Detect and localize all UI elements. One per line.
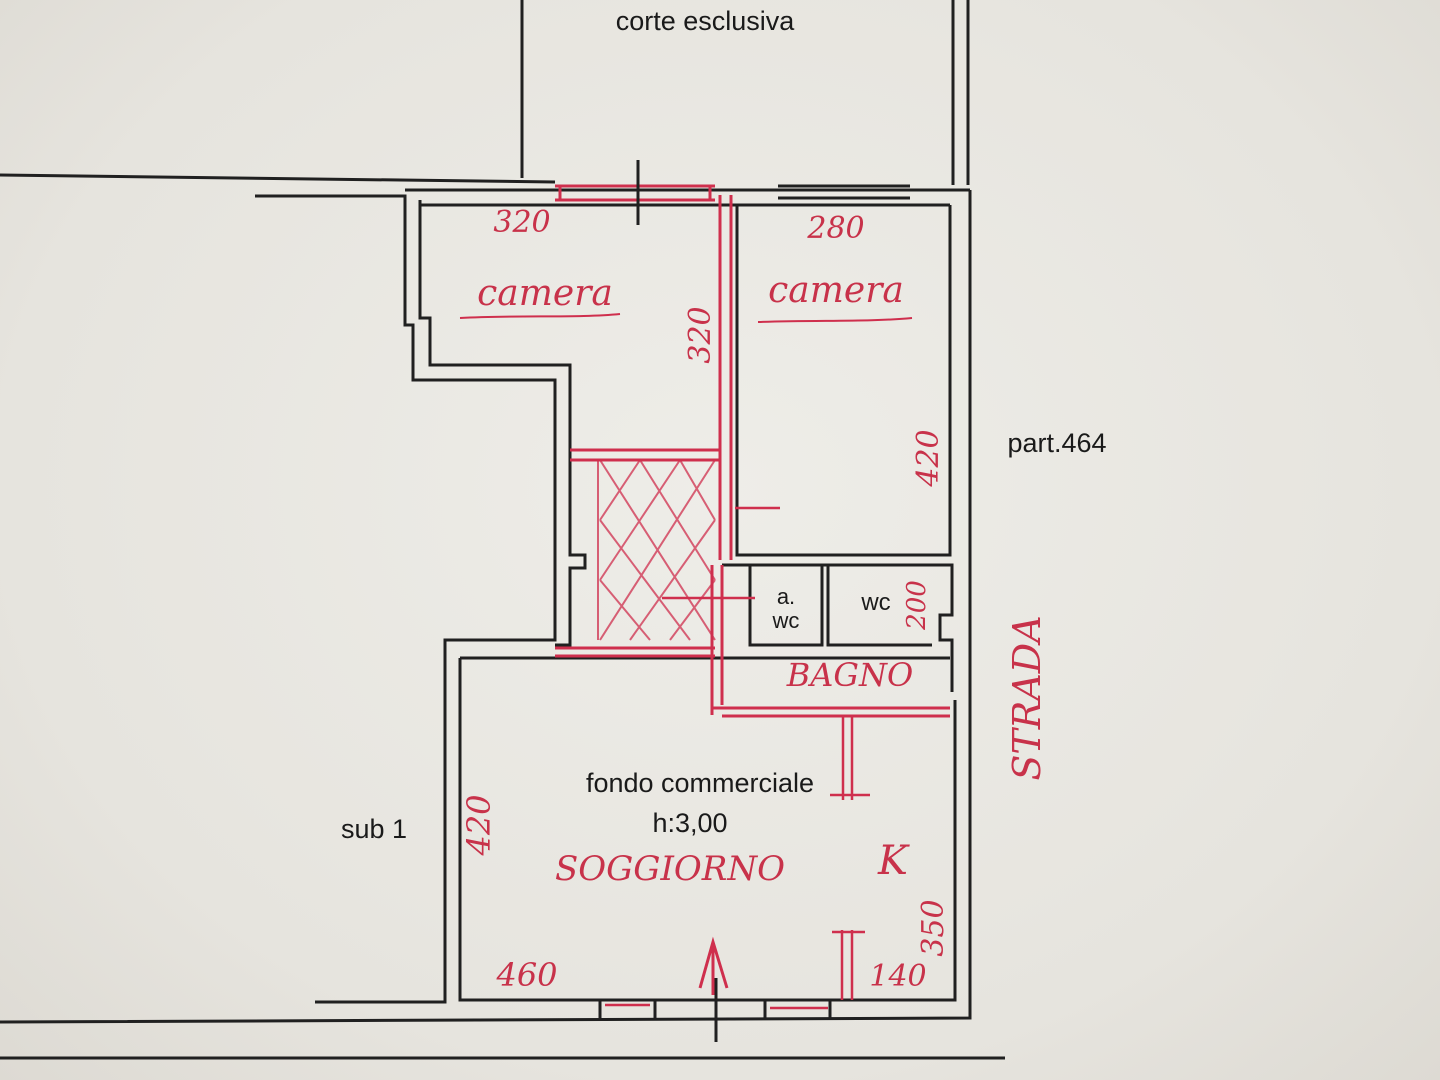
antibagno-label-bottom: wc [772, 608, 800, 633]
dim-camera-right-width: 280 [806, 211, 864, 246]
soggiorno-label: SOGGIORNO [555, 849, 785, 889]
dim-living-width: 460 [495, 956, 557, 994]
wc-label: wc [860, 589, 890, 616]
printed-walls [0, 0, 1005, 1060]
kitchen-mark: K [877, 838, 910, 884]
room-type-label: fondo commerciale [586, 768, 814, 798]
bagno-label: BAGNO [786, 656, 913, 694]
ceiling-height-label: h:3,00 [652, 808, 727, 838]
antibagno-label-top: a. [777, 584, 795, 609]
dim-wc-depth: 200 [902, 580, 932, 631]
dim-camera-left-depth: 320 [683, 306, 718, 363]
parcel-label: part.464 [1007, 428, 1106, 458]
dim-kitchen-depth: 350 [916, 899, 951, 956]
dim-kitchen-width: 140 [869, 959, 926, 994]
red-annotations [459, 184, 950, 1010]
corte-esclusiva-label: corte esclusiva [616, 6, 796, 36]
strada-label: STRADA [1005, 615, 1049, 780]
camera-left-label: camera [477, 273, 613, 314]
sub-label: sub 1 [341, 814, 407, 844]
dim-camera-left-width: 320 [493, 205, 550, 240]
camera-right-label: camera [768, 270, 904, 311]
axis-marks [636, 160, 718, 1042]
dim-camera-right-depth: 420 [911, 429, 946, 487]
dim-living-depth: 420 [460, 794, 498, 856]
